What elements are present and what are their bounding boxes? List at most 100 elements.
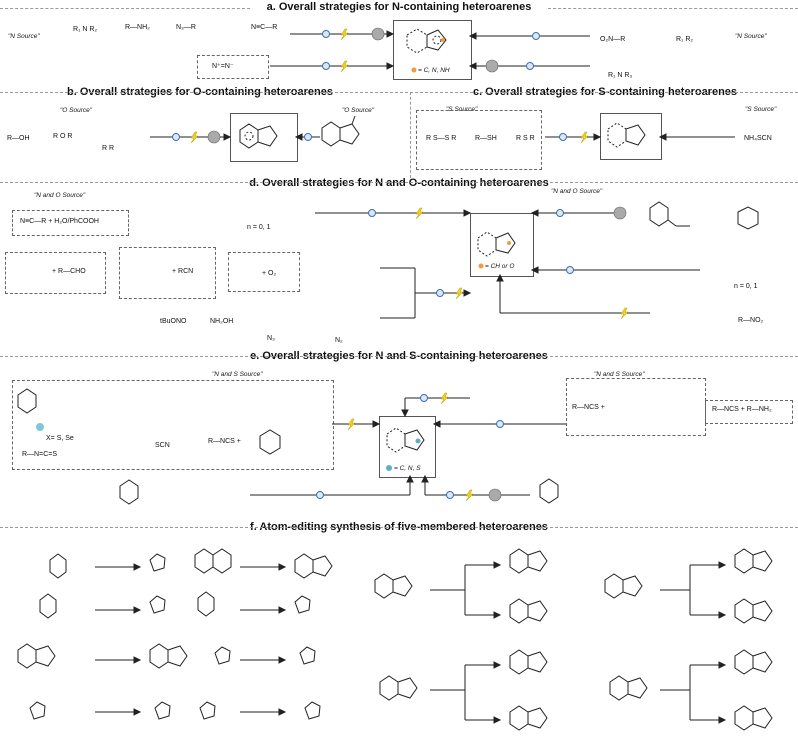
separator — [410, 92, 411, 178]
reagent-label: R₁ R₂ — [676, 36, 694, 43]
reagent-box — [5, 252, 106, 294]
source-label: "O Source" — [342, 107, 375, 114]
reagent-box — [12, 210, 129, 236]
reagent-label: + R—CHO — [52, 268, 86, 275]
reagent-label: SCN — [155, 442, 170, 449]
reagent-label: + RCN — [172, 268, 194, 275]
reagent-box — [228, 252, 300, 292]
source-label: "S Source" — [745, 106, 777, 113]
reagent-label: N₃—R — [176, 24, 196, 31]
lightning-icon — [455, 287, 464, 300]
reagent-label: O₂N—R — [600, 36, 626, 43]
lightning-icon — [620, 307, 629, 320]
legend-dot — [411, 67, 417, 73]
flask-icon — [420, 394, 428, 402]
flask-icon — [172, 133, 180, 141]
reagent-label: R—NCS + — [208, 438, 241, 445]
reagent-box — [12, 380, 334, 470]
source-label: "N Source" — [735, 33, 767, 40]
flask-icon — [368, 209, 376, 217]
lightning-icon — [440, 392, 449, 405]
flask-icon — [556, 209, 564, 217]
source-label: "S Source" — [446, 106, 478, 113]
reagent-label: NH₄SCN — [744, 135, 772, 142]
flask-icon — [496, 420, 504, 428]
gear-icon — [485, 59, 499, 73]
product-box-s — [600, 113, 662, 160]
reagent-label: R R — [102, 145, 115, 152]
reagent-label: X= S, Se — [46, 435, 74, 442]
reagent-label: n = 0, 1 — [247, 224, 271, 231]
flask-icon — [304, 133, 312, 141]
reagent-label: + O₂ — [262, 270, 277, 277]
reagent-box — [705, 400, 793, 424]
product-box-n — [393, 20, 472, 80]
reagent-label: N₃ — [267, 335, 275, 342]
legend-text: = CH or O — [485, 263, 515, 270]
source-label: "N and S Source" — [594, 371, 645, 378]
source-label: "N and S Source" — [212, 371, 263, 378]
lightning-icon — [340, 28, 349, 41]
separator — [0, 8, 250, 9]
reagent-label: R—SH — [475, 135, 497, 142]
source-label: "N and O Source" — [551, 188, 603, 195]
lightning-icon — [465, 489, 474, 502]
product-structure-a — [406, 28, 447, 54]
gear-icon — [488, 488, 502, 502]
reagent-label: R₁ N R₂ — [73, 26, 98, 33]
flask-icon — [436, 289, 444, 297]
product-box-o — [230, 113, 298, 162]
reagent-label: R S R — [516, 135, 535, 142]
legend-dot — [386, 465, 392, 471]
product-structure-b — [239, 123, 278, 149]
reagent-box — [416, 110, 542, 170]
legend-dot — [478, 263, 484, 269]
flask-icon — [566, 266, 574, 274]
lightning-icon — [190, 131, 199, 144]
reagent-label: R₁ N R₃ — [608, 72, 633, 79]
gear-icon — [371, 27, 385, 41]
reagent-label: N≡C—R — [251, 24, 278, 31]
reagent-label: N⁺=N⁻ — [212, 63, 234, 70]
reagent-label: R—NH₂ — [125, 24, 150, 31]
lightning-icon — [415, 207, 424, 220]
reagent-label: R S—S R — [426, 135, 457, 142]
legend-text: = C, N, NH — [418, 67, 450, 74]
reagent-box — [119, 247, 216, 299]
arrowhead — [386, 30, 395, 38]
flask-icon — [322, 30, 330, 38]
section-a-title: a. Overall strategies for N-containing h… — [266, 1, 532, 13]
lightning-icon — [580, 131, 589, 144]
reagent-label: R O R — [53, 133, 73, 140]
reagent-label: N≡C—R + H₂O/PhCOOH — [20, 218, 99, 225]
flask-icon — [316, 491, 324, 499]
source-label: "N and O Source" — [34, 192, 86, 199]
flask-icon — [322, 62, 330, 70]
reagent-label: tBuONO — [160, 318, 187, 325]
source-label: "N Source" — [8, 33, 40, 40]
reagent-box — [197, 55, 269, 79]
lightning-icon — [347, 418, 356, 431]
reagent-label: R—OH — [7, 135, 30, 142]
separator — [548, 8, 798, 9]
reagent-label: R—NCS + R—NH₂ — [712, 406, 772, 413]
gear-icon — [613, 206, 627, 220]
separator — [0, 182, 798, 183]
flask-icon — [532, 32, 540, 40]
reagent-label: R—NCS + — [572, 404, 605, 411]
flask-icon — [526, 62, 534, 70]
legend-text: = C, N, S — [394, 465, 421, 472]
separator — [0, 527, 798, 528]
separator — [0, 356, 798, 357]
gear-icon — [207, 130, 221, 144]
product-structure-d — [477, 231, 516, 257]
reagent-label: R—N=C=S — [22, 451, 58, 458]
reagent-label: N₂ — [335, 337, 343, 344]
product-structure-c — [607, 122, 646, 148]
flask-icon — [559, 133, 567, 141]
reagent-label: R—NO₂ — [738, 317, 764, 324]
section-d-title: d. Overall strategies for N and O-contai… — [249, 177, 549, 189]
product-structure-e — [386, 427, 425, 453]
separator — [0, 92, 798, 93]
